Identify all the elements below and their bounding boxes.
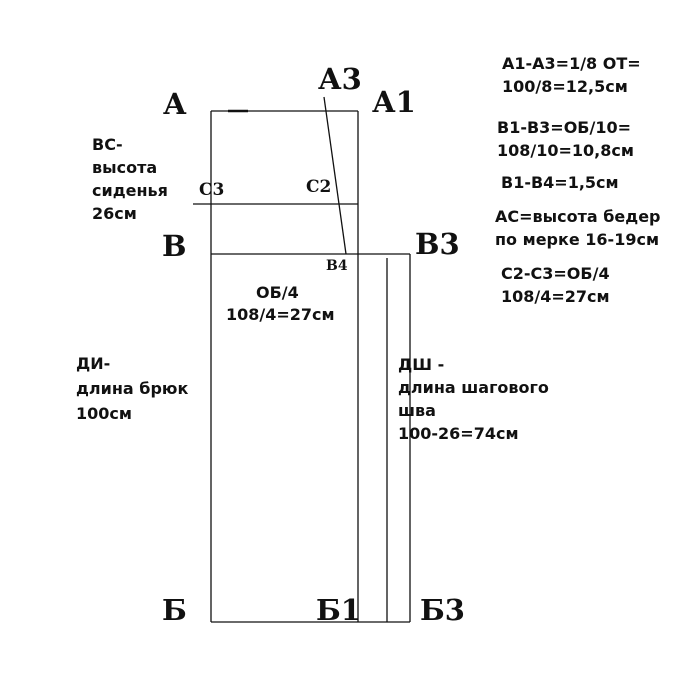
- formula-4-line1: АС=высота бедер: [495, 207, 661, 226]
- inseam-line4: 100-26=74см: [398, 424, 519, 443]
- point-b3-label: В3: [415, 227, 460, 261]
- formula-1-line2: 100/8=12,5см: [502, 77, 628, 96]
- pattern-lines: [193, 96, 411, 623]
- formula-5-line1: С2-С3=ОБ/4: [501, 264, 610, 283]
- point-c2-label: С2: [306, 177, 331, 197]
- formula-3-line1: В1-В4=1,5см: [501, 173, 619, 192]
- point-a-label: А: [163, 87, 187, 121]
- fly-diagonal-line: [323, 96, 347, 255]
- inseam-line1: ДШ -: [398, 355, 444, 374]
- seat-height-annotation: ВС- высота сиденья 26см: [92, 135, 168, 223]
- formula-1-line1: А1-А3=1/8 ОТ=: [502, 54, 641, 73]
- formula-4-line2: по мерке 16-19см: [495, 230, 659, 249]
- point-b4-label: В4: [326, 258, 348, 274]
- inseam-line3: шва: [398, 401, 436, 420]
- center-line1: ОБ/4: [256, 283, 299, 302]
- formula-2-line1: В1-В3=ОБ/10=: [497, 118, 631, 137]
- point-c3-label: С3: [199, 180, 224, 200]
- formula-2-line2: 108/10=10,8см: [497, 141, 634, 160]
- trouser-length-line2: длина брюк: [76, 379, 188, 398]
- seat-height-line4: 26см: [92, 204, 137, 223]
- inseam-annotation: ДШ - длина шагового шва 100-26=74см: [398, 355, 549, 443]
- center-line2: 108/4=27см: [226, 305, 335, 324]
- formulas: А1-А3=1/8 ОТ= 100/8=12,5см В1-В3=ОБ/10= …: [495, 54, 661, 306]
- trouser-length-line3: 100см: [76, 404, 132, 423]
- formula-5-line2: 108/4=27см: [501, 287, 610, 306]
- trouser-length-annotation: ДИ- длина брюк 100см: [76, 354, 188, 423]
- point-bottom1-label: Б1: [316, 593, 361, 627]
- point-b-label: В: [162, 229, 187, 263]
- seat-height-line1: ВС-: [92, 135, 123, 154]
- point-a3-label: А3: [318, 62, 362, 96]
- trouser-length-line1: ДИ-: [76, 354, 110, 373]
- point-a1-label: А1: [372, 85, 416, 119]
- center-annotation: ОБ/4 108/4=27см: [226, 283, 335, 324]
- seat-height-line3: сиденья: [92, 181, 168, 200]
- seat-height-line2: высота: [92, 158, 157, 177]
- point-bottom3-label: Б3: [420, 593, 465, 627]
- inseam-line2: длина шагового: [398, 378, 549, 397]
- point-bottom-label: Б: [162, 593, 187, 627]
